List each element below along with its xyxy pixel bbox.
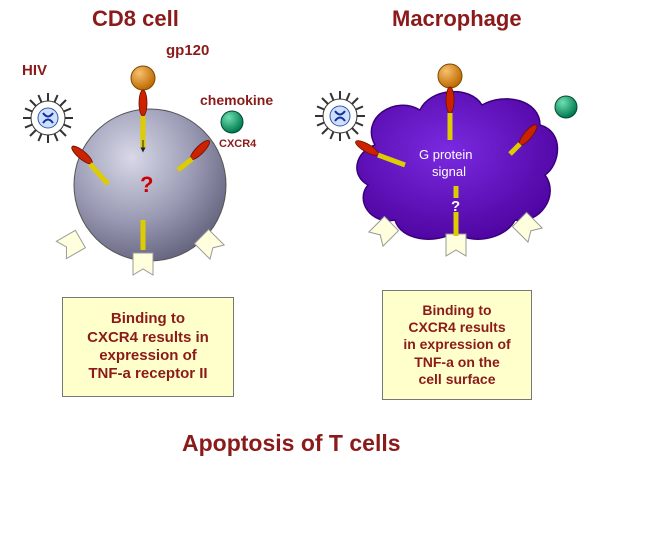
label-gp120: gp120 <box>166 42 210 59</box>
box-macrophage-line-2: CXCR4 results <box>408 319 506 336</box>
title-macrophage: Macrophage <box>392 6 522 31</box>
cd8-hiv-receptor <box>69 143 110 186</box>
cd8-cxcr4-receptor <box>176 137 213 172</box>
box-cd8-line-1: Binding to <box>110 310 186 328</box>
box-macrophage-result: Binding to CXCR4 results in expression o… <box>382 290 532 400</box>
title-cd8-cell: CD8 cell <box>92 6 179 31</box>
label-cxcr4: CXCR4 <box>219 138 257 150</box>
cd8-chemokine <box>220 110 244 134</box>
macrophage-hiv-virus <box>314 90 366 142</box>
label-hiv: HIV <box>22 62 48 79</box>
box-cd8-result: Binding to CXCR4 results in expression o… <box>62 297 234 397</box>
macrophage-gp120-top <box>437 63 463 140</box>
macrophage-chemokine <box>554 95 578 119</box>
box-macrophage-line-3: in expression of <box>403 336 511 353</box>
box-macrophage-line-1: Binding to <box>422 302 492 319</box>
box-macrophage-line-4: TNF-a on the <box>414 353 500 370</box>
macrophage-hiv-receptor <box>353 137 406 168</box>
label-g-protein-signal: signal <box>432 164 466 179</box>
question-mark-cd8: ? <box>140 172 154 197</box>
box-cd8-line-2: CXCR4 results in <box>87 328 209 346</box>
macrophage-cell <box>356 91 559 240</box>
box-cd8-line-4: TNF-a receptor II <box>88 365 208 383</box>
question-mark-macrophage: ? <box>451 198 461 215</box>
box-macrophage-line-5: cell surface <box>418 370 496 387</box>
title-apoptosis: Apoptosis of T cells <box>182 430 401 456</box>
cd8-hiv-virus <box>22 92 74 144</box>
label-chemokine: chemokine <box>200 92 274 108</box>
macrophage-cxcr4-receptor <box>508 122 540 156</box>
box-cd8-line-3: expression of <box>99 347 197 364</box>
cd8-gp120-top <box>130 65 156 153</box>
label-g-protein: G protein <box>419 147 473 162</box>
